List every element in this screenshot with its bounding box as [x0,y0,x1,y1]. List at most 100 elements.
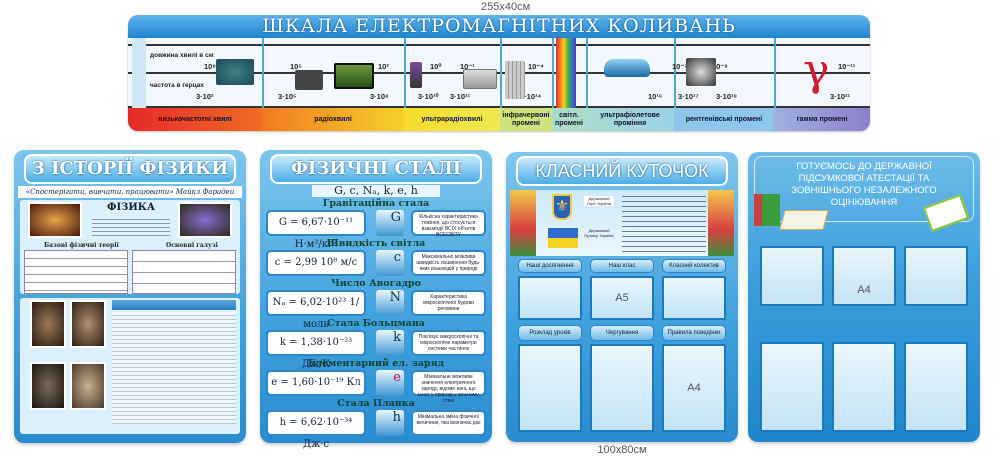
table-main-branches-title: Основні галузі [166,242,218,249]
motor-icon [216,59,254,85]
solarium-icon [604,59,650,77]
wavelength-value: 10⁻⁴ [528,62,545,71]
frequency-value: 3·10¹⁸ [716,92,738,101]
history-title: З ІСТОРІЇ ФІЗИКИ [24,154,236,184]
desc-planck: Мінімальна зміна фізичної величини, яка … [411,410,486,436]
faraday-quote: «Спостерігати, вивчати, працювати» Майкл… [18,186,242,198]
charge-icon: e [376,370,404,396]
constants-title: ФІЗИЧНІ СТАЛІ [270,154,482,184]
microwave-icon [463,69,497,89]
wavelength-value: 10⁻¹¹ [838,62,856,71]
class-corner-title: КЛАСНИЙ КУТОЧОК [516,156,728,186]
constant-name: Гравітаційна стала [322,198,430,209]
constant-name: Стала Планка [337,398,415,409]
label-class-team: Класний колектив [662,259,726,273]
label-rules: Правила поведінки [662,325,726,341]
open-book-icon [779,210,829,230]
em-scale-banner: ШКАЛА ЕЛЕКТРОМАГНІТНИХ КОЛИВАНЬ довжина … [128,15,870,131]
band-infrared: інфрачервоні промені [500,108,552,131]
constants-board: ФІЗИЧНІ СТАЛІ G, c, Nₐ, k, e, h Гравітац… [260,150,492,450]
divider [552,38,554,131]
pocket [760,246,824,306]
coat-of-arms-label: Державний Герб України [584,196,614,206]
constant-row-boltzmann: k = 1,38·10⁻²³ Дж/К k Пов'язує макроскоп… [266,330,486,370]
biographies-text [112,312,236,424]
divider [404,38,406,131]
table-basic-theories-title: Базові фізичні теорії [44,242,119,249]
band-visible: світл. промені [552,108,586,131]
class-corner-board: КЛАСНИЙ КУТОЧОК ⚜ Державний Герб України… [506,152,738,456]
pocket-a5: А5 [590,276,654,320]
desc-charge: Мінімальне можливе значення електричного… [411,370,486,404]
frequency-value: 3·10¹⁰ [418,92,439,101]
gravity-icon: G [376,210,404,236]
wavelength-value: 10² [378,62,389,71]
table-basic-theories [24,250,128,294]
formula-light: c = 2,99 10⁸ м/с [266,250,366,276]
formula-boltzmann: k = 1,38·10⁻²³ Дж/К [266,330,366,370]
divider [586,38,588,131]
label-schedule: Розклад уроків [518,325,582,341]
constant-name: Швидкість світла [326,238,426,249]
axis-middle [128,72,870,74]
pocket-a4: А4 [832,246,896,306]
photo-experiment-left [28,202,82,238]
tv-icon [334,63,374,89]
frequency-value: 3·10¹¹ [450,92,471,101]
portrait-newton [70,300,106,348]
history-top-panel: ФІЗИКА Базові фізичні теорії Основні гал… [20,200,240,294]
coat-of-arms-icon: ⚜ [552,194,572,220]
band-ultraradio: ультрарадіохвилі [404,108,500,131]
wreath-right-decoration [708,190,734,256]
divider [262,38,264,131]
wavelength-axis-label: довжина хвилі в см [150,52,214,59]
constant-row-light: c = 2,99 10⁸ м/с c Максимально можлива ш… [266,250,486,278]
photo-experiment-right [178,202,232,238]
history-bottom-panel [20,298,240,434]
constant-name: Елементарний ел. заряд [308,358,444,369]
pocket [518,276,582,320]
physics-definition-text [92,216,170,238]
label-duty: Чергування [590,325,654,341]
planck-icon: h [376,410,404,436]
pocket [760,342,824,432]
radio-icon [295,70,323,90]
label-our-class: Наш клас [590,259,654,273]
desc-light: Максимально можлива швидкість поширення … [411,250,486,276]
scale-left-margin [132,38,146,131]
wavelength-value: 10⁸ [204,62,216,71]
formula-charge: e = 1,60·10⁻¹⁹ Кл [266,370,366,396]
band-xray: рентгенівські промені [674,108,774,131]
desc-boltzmann: Пов'язує макроскопічні та мікроскопічні … [411,330,486,356]
wavelength-value: 10⁰ [430,62,442,71]
divider [774,38,776,131]
band-low-frequency: низькочастотні хвилі [128,108,262,131]
divider [500,38,502,131]
constants-subtitle: G, c, Nₐ, k, e, h [312,185,440,197]
divider [674,38,676,131]
light-speed-icon: c [376,250,404,276]
scale-title: ШКАЛА ЕЛЕКТРОМАГНІТНИХ КОЛИВАНЬ [128,15,870,38]
axis-top [128,44,870,46]
pocket-a4: А4 [662,344,726,432]
frequency-axis-label: частота в герцах [150,82,204,89]
pocket [832,342,896,432]
constant-name: Число Авогадро [331,278,421,289]
xray-icon [686,58,716,86]
band-radio: радіохвилі [262,108,404,131]
avogadro-icon: N [376,290,404,316]
constant-name: Стала Больцмана [327,318,425,329]
frequency-value: 10¹⁶ [648,92,663,101]
frequency-value: 3·10⁵ [278,92,297,101]
formula-gravity: G = 6,67·10⁻¹¹ Н·м²/кг² [266,210,366,250]
gamma-symbol-icon: γ [803,45,830,96]
exam-prep-board: ГОТУЄМОСЬ ДО ДЕРЖАВНОЇ ПІДСУМКОВОЇ АТЕСТ… [748,152,980,442]
wreath-left-decoration [510,190,536,256]
desc-avogadro: Характеристика мікроскопічної будови реч… [411,290,486,316]
flag-icon [548,228,578,248]
pocket [518,344,582,432]
history-board: З ІСТОРІЇ ФІЗИКИ «Спостерігати, вивчати,… [14,150,246,443]
wavelength-value: 10⁵ [290,62,302,71]
biographies-heading-bar [112,300,236,310]
anthem-text [622,192,706,252]
